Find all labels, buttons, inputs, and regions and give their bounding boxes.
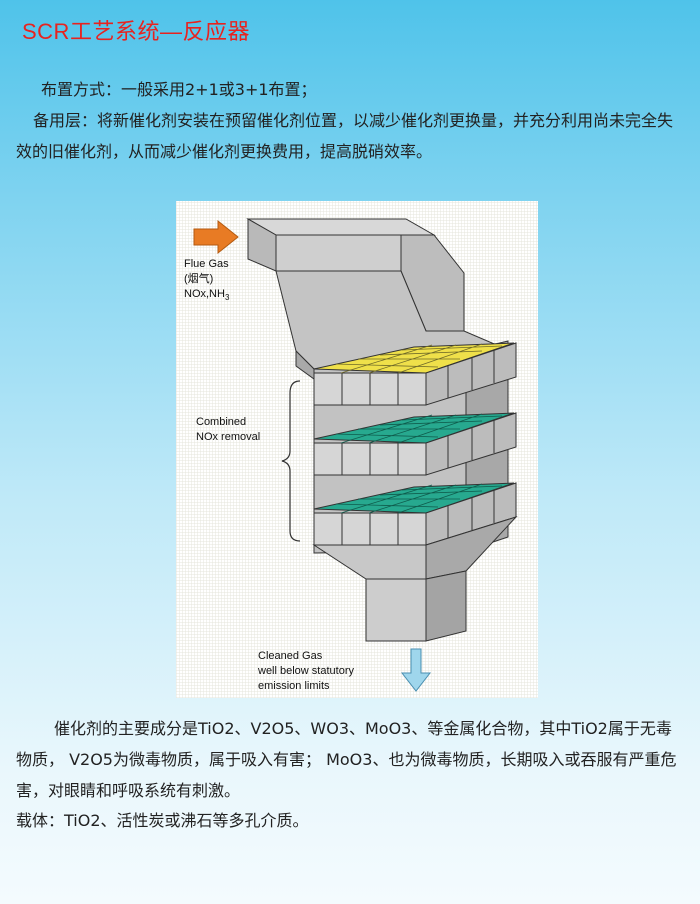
inlet-arrow	[193, 219, 239, 255]
catalyst-layer-2	[313, 412, 517, 476]
cleaned-gas-label-2: well below statutory	[257, 665, 354, 677]
page-title: SCR工艺系统—反应器	[22, 19, 250, 44]
flue-gas-cn-label: (烟气)	[184, 271, 213, 285]
inlet-duct-top	[246, 218, 436, 236]
catalyst-layer-3	[313, 482, 517, 546]
nox-nh3-label: NOx,NH3	[184, 288, 230, 302]
outlet-duct-front	[365, 578, 427, 642]
flue-gas-label: Flue Gas	[184, 258, 229, 270]
combined-label-1: Combined	[196, 416, 246, 428]
cleaned-gas-label-3: emission limits	[258, 680, 330, 692]
scr-reactor-diagram: Flue Gas (烟气) NOx,NH3 Combined NOx remov…	[176, 201, 538, 698]
inlet-duct-face	[275, 234, 402, 272]
outlet-arrow	[400, 648, 432, 692]
composition-text: 催化剂的主要成分是TiO2、V2O5、WO3、MoO3、等金属化合物，其中TiO…	[16, 719, 677, 800]
carrier-text: 载体：TiO2、活性炭或沸石等多孔介质。	[16, 811, 309, 830]
catalyst-layer-1	[313, 342, 517, 406]
layout-text: 布置方式：一般采用2+1或3+1布置；	[41, 80, 317, 99]
cleaned-gas-label-1: Cleaned Gas	[258, 650, 323, 662]
hopper-front	[312, 544, 427, 580]
spare-layer-text: 备用层：将新催化剂安装在预留催化剂位置，以减少催化剂更换量，并充分利用尚未完全失…	[16, 111, 674, 161]
combined-label-2: NOx removal	[196, 431, 260, 443]
combined-brace	[281, 380, 301, 542]
reactor-svg: Flue Gas (烟气) NOx,NH3 Combined NOx remov…	[184, 218, 518, 692]
outlet-duct-side	[425, 570, 467, 642]
